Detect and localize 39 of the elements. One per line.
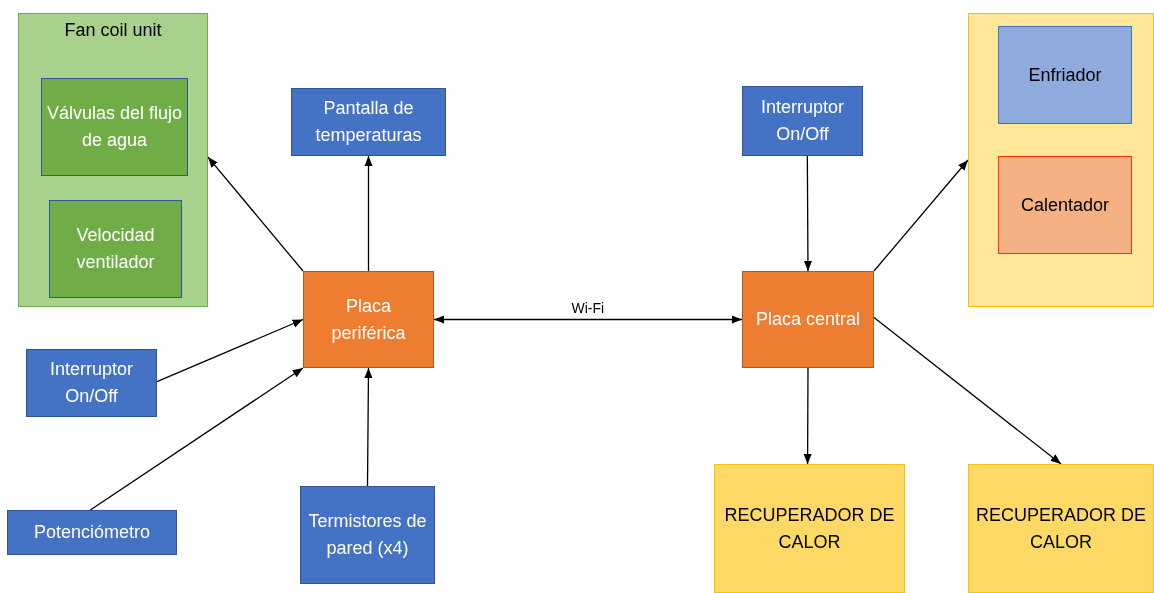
equipment-box — [714, 464, 905, 593]
node-label: Placa periférica — [330, 294, 407, 345]
arrow — [873, 159, 969, 272]
arrow — [207, 156, 304, 272]
node-label: RECUPERADOR DE CALOR — [975, 503, 1147, 554]
component-box — [998, 156, 1132, 254]
device-box — [300, 486, 435, 584]
node-label: Válvulas del flujo de agua — [45, 102, 184, 152]
board-box — [742, 271, 874, 368]
unit-group-panel — [968, 13, 1154, 307]
board-box — [303, 271, 434, 368]
device-box — [26, 349, 157, 417]
node-label: Placa central — [754, 308, 862, 331]
device-box — [742, 86, 863, 156]
arrow — [156, 318, 304, 383]
node-label: RECUPERADOR DE CALOR — [723, 503, 896, 554]
node-label: Potenciómetro — [32, 521, 152, 544]
node-label: Enfriador — [1027, 63, 1103, 87]
node-label: Interruptor On/Off — [759, 96, 845, 146]
node-label: Pantalla de temperaturas — [314, 97, 423, 147]
group-heading: Fan coil unit — [63, 20, 163, 42]
device-box — [7, 510, 177, 555]
arrow — [433, 315, 743, 324]
arrow — [873, 316, 1062, 465]
equipment-box — [968, 464, 1154, 593]
node-label: Interruptor On/Off — [48, 358, 134, 408]
node-label: Termistores de pared (x4) — [307, 510, 428, 560]
arrow — [89, 367, 304, 511]
node-label: Calentador — [1019, 193, 1111, 217]
device-box — [291, 88, 446, 156]
component-box — [49, 200, 182, 298]
arrow — [803, 155, 813, 272]
node-label: Velocidad ventilador — [75, 224, 156, 274]
component-box — [998, 26, 1132, 124]
arrow — [364, 367, 373, 487]
arrow — [803, 367, 812, 465]
component-box — [41, 78, 188, 176]
unit-group-panel — [18, 13, 208, 307]
arrow — [364, 155, 373, 272]
